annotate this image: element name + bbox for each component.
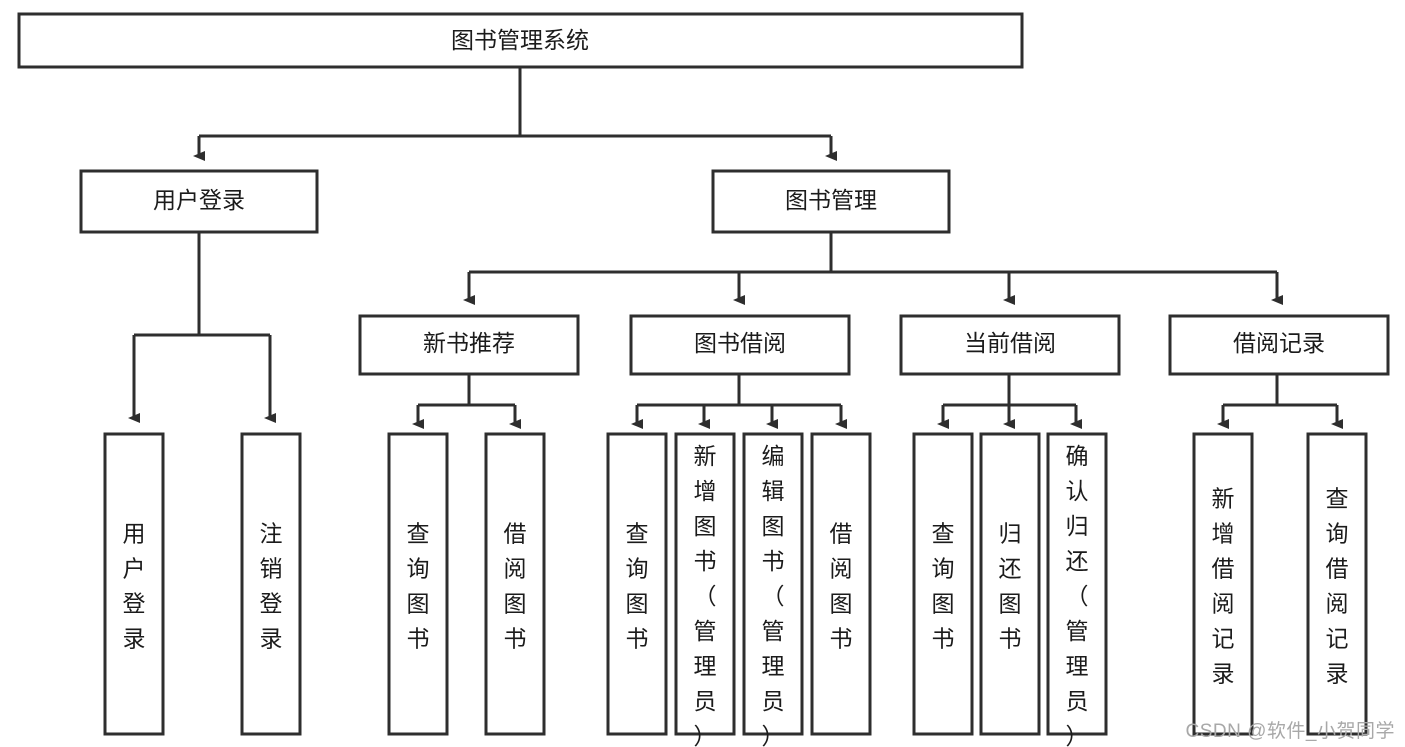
node-leaf-query-book-3-box[interactable] — [912, 432, 974, 736]
node-book-borrow-box[interactable] — [629, 314, 851, 376]
node-leaf-return-book-box[interactable] — [979, 432, 1041, 736]
node-book-borrow[interactable]: 图书借阅 — [629, 314, 851, 376]
node-leaf-confirm-return-label: 确认归还（管理员） — [1066, 443, 1089, 747]
node-root-label: 图书管理系统 — [451, 27, 589, 53]
node-leaf-query-book-1-box[interactable] — [387, 432, 449, 736]
node-leaf-query-record-label: 查询借阅记录 — [1326, 485, 1349, 686]
node-leaf-user-login-box[interactable] — [103, 432, 165, 736]
node-book-manage-label: 图书管理 — [785, 187, 877, 213]
node-new-book-rec-box[interactable] — [358, 314, 580, 376]
node-leaf-add-record-label: 新增借阅记录 — [1212, 485, 1235, 686]
node-current-borrow-box[interactable] — [899, 314, 1121, 376]
connectors-current-borrow-to-leaves — [937, 374, 1082, 429]
node-book-manage-box[interactable] — [711, 169, 951, 234]
node-leaf-query-book-1-label: 查询图书 — [407, 520, 430, 651]
node-leaf-confirm-return[interactable]: 确认归还（管理员） — [1046, 432, 1108, 747]
node-new-book-rec[interactable]: 新书推荐 — [358, 314, 580, 376]
node-leaf-query-book-2-label: 查询图书 — [626, 520, 649, 651]
connectors-root-to-level2 — [193, 67, 837, 161]
node-leaf-logout[interactable]: 注销登录 — [240, 432, 302, 736]
node-leaf-borrow-book-1[interactable]: 借阅图书 — [484, 432, 546, 736]
node-leaf-borrow-book-2-label: 借阅图书 — [830, 520, 853, 651]
node-leaf-return-book-label: 归还图书 — [999, 520, 1022, 651]
node-user-login-label: 用户登录 — [153, 187, 245, 213]
node-leaf-query-book-3[interactable]: 查询图书 — [912, 432, 974, 736]
node-leaf-logout-box[interactable] — [240, 432, 302, 736]
connectors-new-book-rec-to-leaves — [412, 374, 521, 429]
connectors-user-login-to-leaves — [128, 232, 276, 423]
node-leaf-user-login-label: 用户登录 — [123, 520, 146, 651]
node-leaf-borrow-book-1-label: 借阅图书 — [504, 520, 527, 651]
node-current-borrow-label: 当前借阅 — [964, 330, 1056, 356]
node-leaf-user-login[interactable]: 用户登录 — [103, 432, 165, 736]
node-leaf-add-book[interactable]: 新增图书（管理员） — [674, 432, 736, 747]
node-borrow-record-label: 借阅记录 — [1233, 330, 1325, 356]
node-leaf-logout-label: 注销登录 — [260, 520, 283, 651]
node-root[interactable]: 图书管理系统 — [17, 12, 1024, 69]
node-user-login[interactable]: 用户登录 — [79, 169, 319, 234]
node-leaf-add-book-box[interactable] — [674, 432, 736, 736]
node-leaf-query-record-box[interactable] — [1306, 432, 1368, 736]
node-book-borrow-label: 图书借阅 — [694, 330, 786, 356]
node-leaf-borrow-book-2[interactable]: 借阅图书 — [810, 432, 872, 736]
node-leaf-borrow-book-2-box[interactable] — [810, 432, 872, 736]
connectors-borrow-record-to-leaves — [1217, 374, 1343, 429]
connectors-book-manage-to-level3 — [463, 232, 1283, 305]
node-new-book-rec-label: 新书推荐 — [423, 330, 515, 356]
node-borrow-record-box[interactable] — [1168, 314, 1390, 376]
node-leaf-borrow-book-1-box[interactable] — [484, 432, 546, 736]
node-leaf-query-book-1[interactable]: 查询图书 — [387, 432, 449, 736]
node-user-login-box[interactable] — [79, 169, 319, 234]
node-leaf-query-book-2-box[interactable] — [606, 432, 668, 736]
node-leaf-query-book-3-label: 查询图书 — [932, 520, 955, 651]
node-leaf-add-book-label: 新增图书（管理员） — [694, 443, 717, 747]
connectors-book-borrow-to-leaves — [631, 374, 847, 429]
node-borrow-record[interactable]: 借阅记录 — [1168, 314, 1390, 376]
node-book-manage[interactable]: 图书管理 — [711, 169, 951, 234]
node-root-box[interactable] — [17, 12, 1024, 69]
node-leaf-edit-book-label: 编辑图书（管理员） — [762, 443, 785, 747]
node-current-borrow[interactable]: 当前借阅 — [899, 314, 1121, 376]
node-leaf-edit-book[interactable]: 编辑图书（管理员） — [742, 432, 804, 747]
node-leaf-add-record[interactable]: 新增借阅记录 — [1192, 432, 1254, 736]
node-leaf-edit-book-box[interactable] — [742, 432, 804, 736]
node-leaf-query-record[interactable]: 查询借阅记录 — [1306, 432, 1368, 736]
node-leaf-add-record-box[interactable] — [1192, 432, 1254, 736]
node-leaf-confirm-return-box[interactable] — [1046, 432, 1108, 736]
node-leaf-query-book-2[interactable]: 查询图书 — [606, 432, 668, 736]
node-leaf-return-book[interactable]: 归还图书 — [979, 432, 1041, 736]
